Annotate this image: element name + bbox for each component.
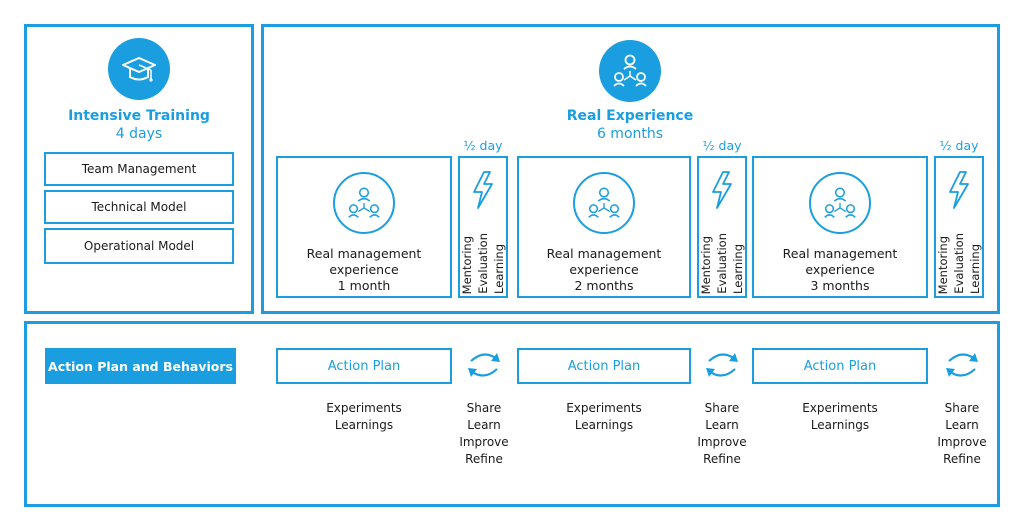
- action-plan-box-2: Action Plan: [517, 348, 691, 384]
- stage-line-1: Real management: [306, 246, 422, 261]
- stage-label-3: Real management experience 3 months: [752, 246, 928, 294]
- learning-word: Learning: [492, 244, 506, 294]
- mentoring-word: Mentoring: [460, 235, 474, 294]
- cycle-notes-1: Share Learn Improve Refine: [452, 400, 516, 468]
- stage-box-2: [517, 156, 691, 298]
- mentoring-word: Mentoring: [699, 235, 713, 294]
- evaluation-word: Evaluation: [952, 233, 966, 294]
- note-experiments: Experiments: [566, 401, 642, 415]
- team-icon: [333, 172, 395, 234]
- lightning-icon: [949, 171, 969, 209]
- learning-word: Learning: [968, 244, 982, 294]
- training-title: Intensive Training: [68, 108, 210, 124]
- graduation-cap-icon: [108, 38, 170, 100]
- cycle-notes-3: Share Learn Improve Refine: [930, 400, 994, 468]
- action-plan-box-3: Action Plan: [752, 348, 928, 384]
- team-icon: [599, 40, 661, 102]
- half-day-label-1: ½ day: [463, 138, 503, 153]
- note-improve: Improve: [697, 435, 747, 449]
- mentoring-box-2: [697, 156, 747, 298]
- note-experiments: Experiments: [326, 401, 402, 415]
- plan-notes-3: Experiments Learnings: [752, 400, 928, 434]
- note-learnings: Learnings: [334, 418, 394, 432]
- note-improve: Improve: [459, 435, 509, 449]
- note-refine: Refine: [943, 452, 981, 466]
- stage-line-2: experience: [329, 262, 399, 277]
- note-share: Share: [704, 401, 740, 415]
- training-item-technical-model: Technical Model: [44, 190, 234, 224]
- stage-box-3: [752, 156, 928, 298]
- mentoring-box-3: [934, 156, 984, 298]
- training-item-operational-model: Operational Model: [44, 228, 234, 264]
- note-refine: Refine: [703, 452, 741, 466]
- training-duration: 4 days: [115, 126, 163, 142]
- plan-notes-2: Experiments Learnings: [517, 400, 691, 434]
- stage-line-3: 3 months: [810, 278, 870, 293]
- team-icon: [573, 172, 635, 234]
- note-improve: Improve: [937, 435, 987, 449]
- half-day-label-2: ½ day: [702, 138, 742, 153]
- note-learn: Learn: [945, 418, 979, 432]
- mentoring-word: Mentoring: [936, 235, 950, 294]
- refresh-cycle-icon: [468, 353, 500, 377]
- mentoring-text-1: Mentoring Evaluation Learning: [458, 216, 508, 294]
- action-plan-box-1: Action Plan: [276, 348, 452, 384]
- mentoring-text-3: Mentoring Evaluation Learning: [934, 216, 984, 294]
- stage-label-1: Real management experience 1 month: [276, 246, 452, 294]
- note-learnings: Learnings: [810, 418, 870, 432]
- lightning-icon: [712, 171, 732, 209]
- stage-line-2: experience: [569, 262, 639, 277]
- note-experiments: Experiments: [802, 401, 878, 415]
- team-icon: [809, 172, 871, 234]
- note-learn: Learn: [705, 418, 739, 432]
- note-share: Share: [944, 401, 980, 415]
- mentoring-text-2: Mentoring Evaluation Learning: [697, 216, 747, 294]
- stage-box-1: [276, 156, 452, 298]
- refresh-cycle-icon: [706, 353, 738, 377]
- learning-word: Learning: [731, 244, 745, 294]
- evaluation-word: Evaluation: [715, 233, 729, 294]
- note-refine: Refine: [465, 452, 503, 466]
- evaluation-word: Evaluation: [476, 233, 490, 294]
- note-learnings: Learnings: [574, 418, 634, 432]
- cycle-notes-2: Share Learn Improve Refine: [690, 400, 754, 468]
- mentoring-box-1: [458, 156, 508, 298]
- stage-line-3: 2 months: [574, 278, 634, 293]
- experience-duration: 6 months: [596, 126, 664, 142]
- experience-title: Real Experience: [566, 108, 694, 124]
- experience-panel: [261, 24, 1000, 314]
- stage-line-3: 1 month: [337, 278, 391, 293]
- half-day-label-3: ½ day: [939, 138, 979, 153]
- stage-line-1: Real management: [782, 246, 898, 261]
- note-share: Share: [466, 401, 502, 415]
- stage-line-2: experience: [805, 262, 875, 277]
- action-plan-behaviors-label: Action Plan and Behaviors: [45, 348, 236, 384]
- training-item-team-management: Team Management: [44, 152, 234, 186]
- training-panel: [24, 24, 254, 314]
- plan-notes-1: Experiments Learnings: [276, 400, 452, 434]
- action-panel: [24, 321, 1000, 507]
- note-learn: Learn: [467, 418, 501, 432]
- lightning-icon: [473, 171, 493, 209]
- stage-label-2: Real management experience 2 months: [517, 246, 691, 294]
- stage-line-1: Real management: [546, 246, 662, 261]
- refresh-cycle-icon: [946, 353, 978, 377]
